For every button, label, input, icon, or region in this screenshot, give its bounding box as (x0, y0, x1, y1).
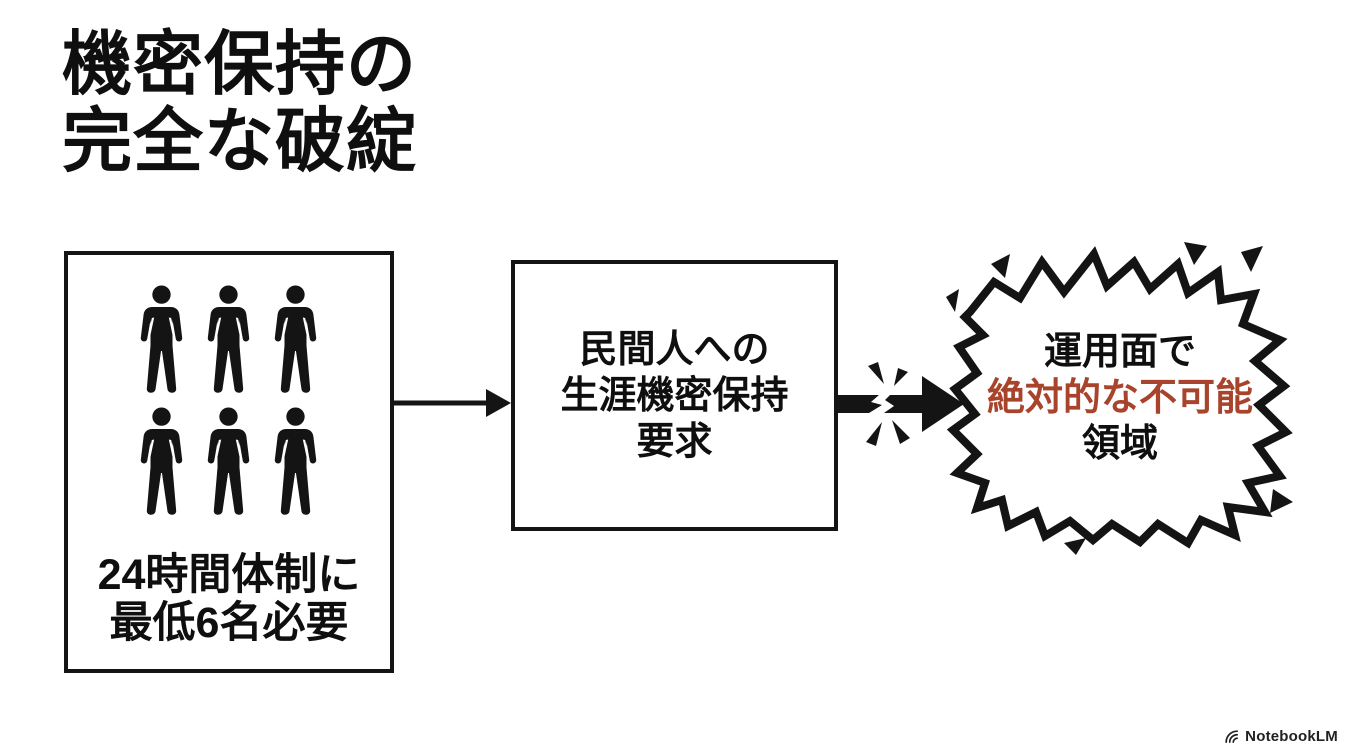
person-icon (207, 407, 250, 515)
page-title: 機密保持の完全な破綻 (62, 26, 417, 180)
person-icon (140, 285, 183, 393)
staff-caption: 24時間体制に最低6名必要 (68, 551, 390, 647)
footer-brand: NotebookLM (1223, 728, 1338, 745)
staff-box: 24時間体制に最低6名必要 (64, 251, 394, 673)
person-icon (274, 285, 317, 393)
person-icon (274, 407, 317, 515)
notebooklm-logo-icon (1225, 730, 1239, 744)
people-grid (140, 285, 317, 515)
requirement-line-3: 要求 (636, 420, 713, 463)
burst-outline (946, 246, 1293, 549)
explosion-burst (946, 242, 1293, 555)
requirement-line-2: 生涯機密保持 (560, 374, 789, 417)
title-line-1: 機密保持の (62, 25, 417, 103)
person-icon (207, 285, 250, 393)
arrow-right-icon (394, 389, 511, 417)
title-line-2: 完全な破綻 (62, 102, 417, 180)
brand-label: NotebookLM (1245, 728, 1338, 745)
person-icon (140, 407, 183, 515)
broken-impact-arrow-icon (838, 362, 964, 446)
staff-caption-line-1: 24時間体制に (97, 551, 361, 599)
staff-caption-line-2: 最低6名必要 (109, 599, 349, 647)
requirement-box: 民間人への 生涯機密保持 要求 (511, 260, 838, 531)
requirement-line-1: 民間人への (579, 328, 770, 371)
